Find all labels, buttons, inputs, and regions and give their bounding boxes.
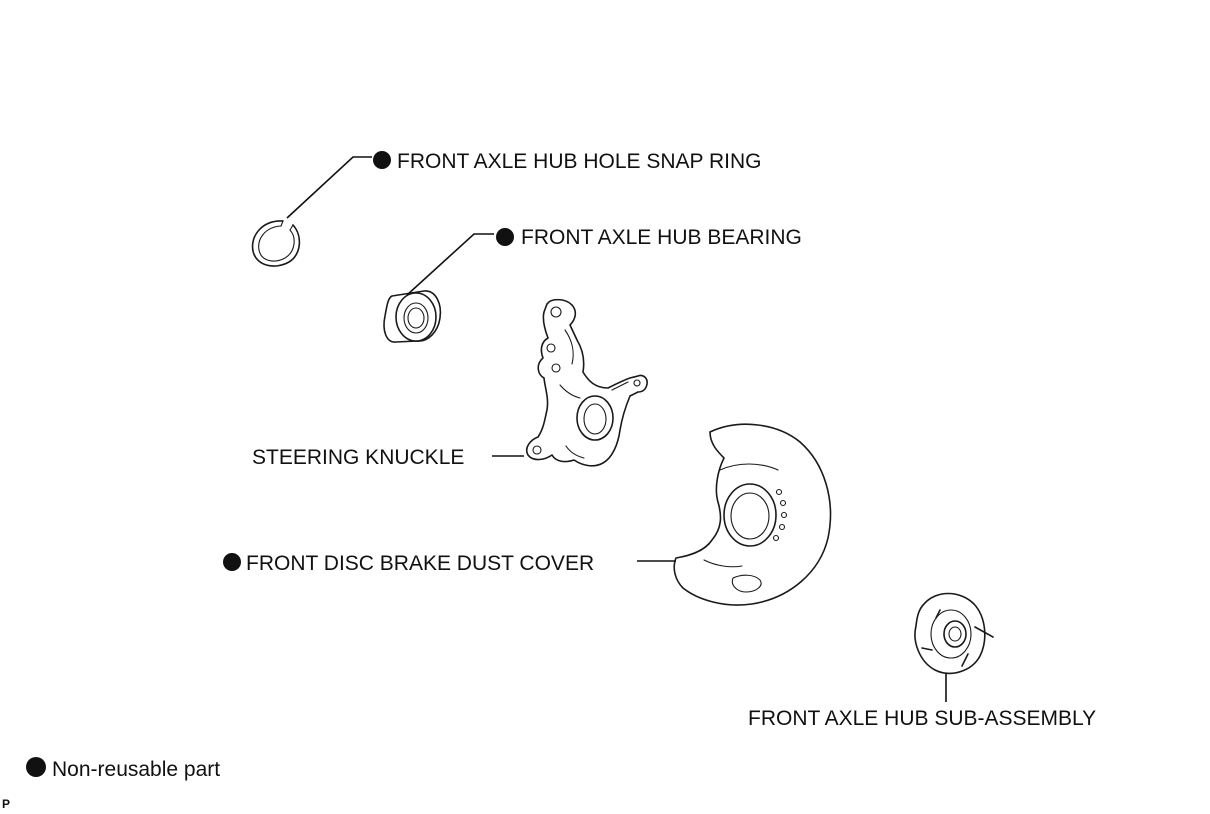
- dust-cover-part: [673, 423, 832, 606]
- axle-hub-part: [914, 592, 994, 675]
- label-bearing: FRONT AXLE HUB BEARING: [521, 226, 802, 249]
- non-reusable-marker-dust-cover: [223, 553, 241, 571]
- steering-knuckle-part: [525, 298, 648, 467]
- non-reusable-marker-snap-ring: [373, 151, 391, 169]
- bearing-leader: [406, 233, 494, 296]
- legend-text: Non-reusable part: [52, 758, 220, 781]
- snap-ring-leader: [286, 156, 372, 219]
- label-axle-hub: FRONT AXLE HUB SUB-ASSEMBLY: [748, 707, 1096, 730]
- label-dust-cover: FRONT DISC BRAKE DUST COVER: [246, 552, 594, 575]
- label-snap-ring: FRONT AXLE HUB HOLE SNAP RING: [397, 150, 762, 173]
- non-reusable-marker-bearing: [496, 228, 514, 246]
- bearing-part: [383, 290, 442, 343]
- label-steering-knuckle: STEERING KNUCKLE: [252, 446, 464, 469]
- corner-mark: P: [2, 797, 10, 811]
- snap-ring-part: [251, 220, 301, 267]
- legend-marker: [26, 757, 46, 777]
